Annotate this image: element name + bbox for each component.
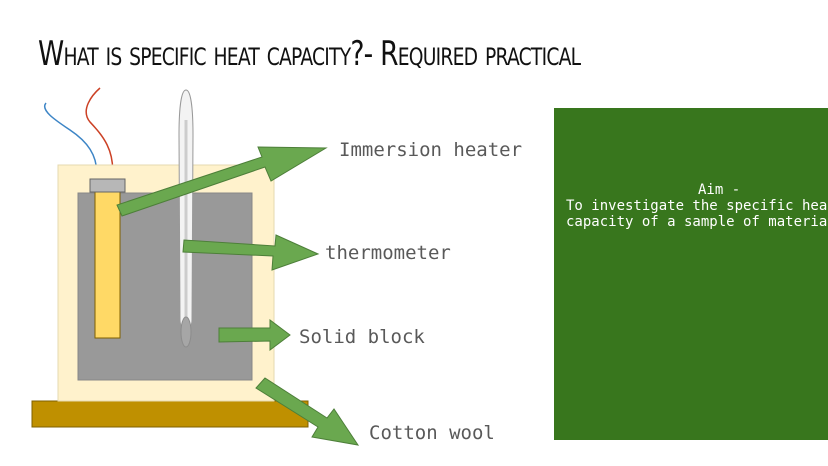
arrow-immersion-heater bbox=[116, 146, 328, 217]
slide-title: What is specific heat capacity?- Require… bbox=[38, 34, 581, 74]
arrow-cotton-wool bbox=[255, 377, 360, 446]
label-immersion-heater: Immersion heater bbox=[339, 139, 523, 161]
aim-box: Aim - To investigate the specific heat c… bbox=[554, 108, 828, 440]
thermometer-bulb bbox=[180, 316, 192, 348]
arrow-thermometer bbox=[182, 234, 320, 271]
arrow-solid-block bbox=[218, 319, 291, 351]
immersion-heater-cap bbox=[89, 178, 126, 193]
immersion-heater-body bbox=[94, 191, 121, 339]
label-solid-block: Solid block bbox=[299, 326, 425, 348]
aim-line-1: To investigate the specific heat bbox=[566, 198, 828, 214]
label-cotton-wool: Cotton wool bbox=[369, 422, 495, 444]
wire-red bbox=[85, 87, 114, 181]
wooden-base bbox=[31, 400, 309, 428]
aim-heading: Aim - bbox=[698, 182, 741, 198]
wire-blue bbox=[43, 102, 98, 181]
aim-text: Aim - To investigate the specific heat c… bbox=[566, 182, 828, 230]
label-thermometer: thermometer bbox=[325, 242, 451, 264]
aim-line-2: capacity of a sample of material bbox=[566, 214, 828, 230]
